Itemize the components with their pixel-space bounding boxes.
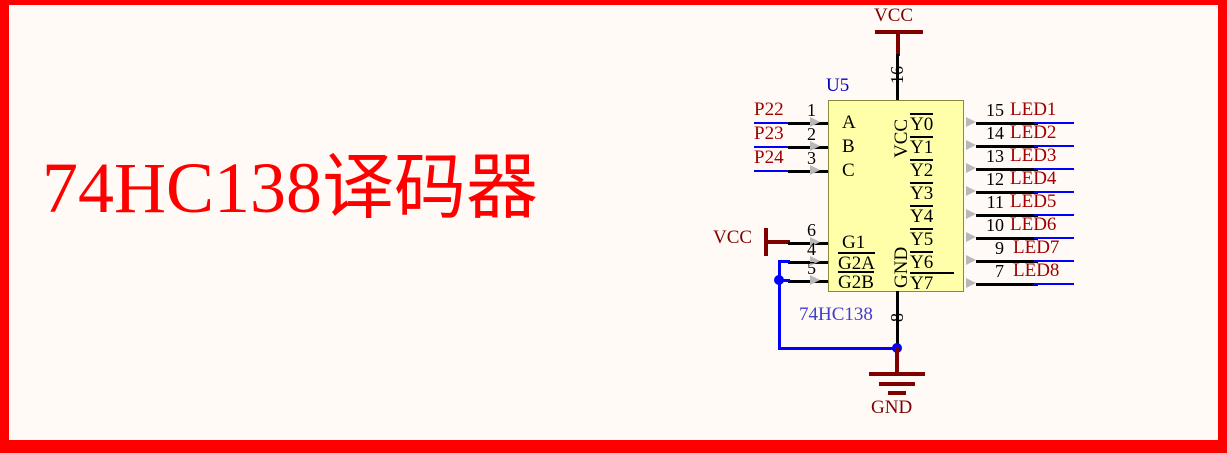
wire-y6-black [976,260,1038,263]
pin-arrow-3-icon [810,165,820,175]
net-label-led2: LED2 [1010,122,1057,143]
pin-arrow-11-icon [966,209,976,219]
pin-arrow-2-icon [810,141,820,151]
pin-name-y7: Y7 [910,273,934,294]
wire-y1-black [976,145,1038,148]
wire-p22-black [788,122,828,125]
pin-name-y6: Y6 [910,251,934,273]
pin-name-y5: Y5 [910,228,934,250]
net-label-led7: LED7 [1013,237,1060,258]
net-label-led6: LED6 [1010,214,1057,235]
wire-enable-vert-down [778,279,781,349]
page-title: 74HC138译码器 [42,148,539,228]
pin-number-13: 13 [986,146,1004,166]
pin-arrow-6-icon [810,237,820,247]
component-reference-designator: U5 [826,75,850,96]
pin-number-7: 7 [995,261,1004,281]
wire-y3-blue [1034,191,1074,193]
wire-y2-blue [1034,168,1074,170]
pin-number-12: 12 [986,169,1004,189]
pin-name-y3: Y3 [910,182,934,204]
wire-g2b [788,280,828,283]
wire-y5-black [976,237,1038,240]
pin-number-11: 11 [986,192,1004,212]
pin-arrow-5-icon [810,275,820,285]
wire-y1-blue [1034,145,1074,147]
pin-name-gnd: GND [891,246,912,288]
pin-arrow-7-icon [966,278,976,288]
vcc-top-label: VCC [874,5,914,26]
pin-name-g2a: G2A [838,252,875,274]
pin-number-10: 10 [986,215,1004,235]
wire-enable-to-gnd [778,347,898,350]
wire-p23-black [788,146,828,149]
pin-number-14: 14 [986,123,1004,143]
overbar-y7 [910,272,954,274]
net-label-led4: LED4 [1010,168,1057,189]
wire-vcc-pin16 [896,54,899,101]
net-label-led5: LED5 [1010,191,1057,212]
pin-arrow-9-icon [966,255,976,265]
pin-name-y2: Y2 [910,159,934,181]
wire-y7-blue [1034,283,1074,285]
net-label-p23: P23 [754,123,784,144]
pin-name-b: B [842,136,855,157]
wire-enable-vert-upper [778,261,781,283]
pin-arrow-4-icon [810,256,820,266]
component-part-name: 74HC138 [799,304,873,325]
pin-name-a: A [842,112,856,133]
pin-number-6: 6 [807,220,816,240]
wire-p24-black [788,170,828,173]
wire-y3-black [976,191,1038,194]
pin-name-g1-visible: G1 [842,232,866,253]
wire-enable-horiz-5 [778,279,790,282]
pin-number-2: 2 [807,124,816,144]
pin-number-5: 5 [807,258,816,278]
pin-number-16: 16 [887,66,907,84]
net-label-p22: P22 [754,99,784,120]
net-label-led3: LED3 [1010,145,1057,166]
pin-number-3: 3 [807,148,816,168]
pin-name-vcc: VCC [891,118,912,158]
pin-name-c: C [842,160,855,181]
vcc-enable-label: VCC [713,227,753,248]
wire-p22-blue [754,122,790,124]
pin-arrow-13-icon [966,163,976,173]
pin-name-g2b: G2B [838,271,874,293]
pin-arrow-14-icon [966,140,976,150]
gnd-label: GND [871,397,913,418]
pin-number-4: 4 [807,239,816,259]
wire-y6-blue [1034,260,1074,262]
pin-name-y0: Y0 [910,113,934,135]
wire-enable-horiz-4 [778,260,790,263]
wire-y7-black [976,283,1038,286]
pin-arrow-15-icon [966,117,976,127]
pin-number-15: 15 [986,100,1004,120]
net-label-p24: P24 [754,147,784,168]
wire-p24-blue [754,170,790,172]
wire-y2-black [976,168,1038,171]
wire-y4-blue [1034,214,1074,216]
pin-number-1: 1 [807,100,816,120]
pin-arrow-10-icon [966,232,976,242]
wire-y0-blue [1034,122,1074,124]
wire-p23-blue [754,146,790,148]
component-body-74hc138[interactable] [828,100,964,292]
net-label-led1: LED1 [1010,99,1057,120]
wire-y4-black [976,214,1038,217]
junction-enable [774,275,784,285]
wire-gnd-pin8 [896,291,899,349]
pin-arrow-1-icon [810,117,820,127]
net-label-led8: LED8 [1013,260,1060,281]
pin-number-8: 8 [887,313,907,322]
wire-g2a [788,261,828,264]
pin-name-y1: Y1 [910,136,934,158]
wire-y5-blue [1034,237,1074,239]
pin-name-y4: Y4 [910,205,934,227]
pin-number-9: 9 [995,238,1004,258]
wire-y0-black [976,122,1038,125]
pin-arrow-12-icon [966,186,976,196]
wire-g1 [788,242,828,245]
